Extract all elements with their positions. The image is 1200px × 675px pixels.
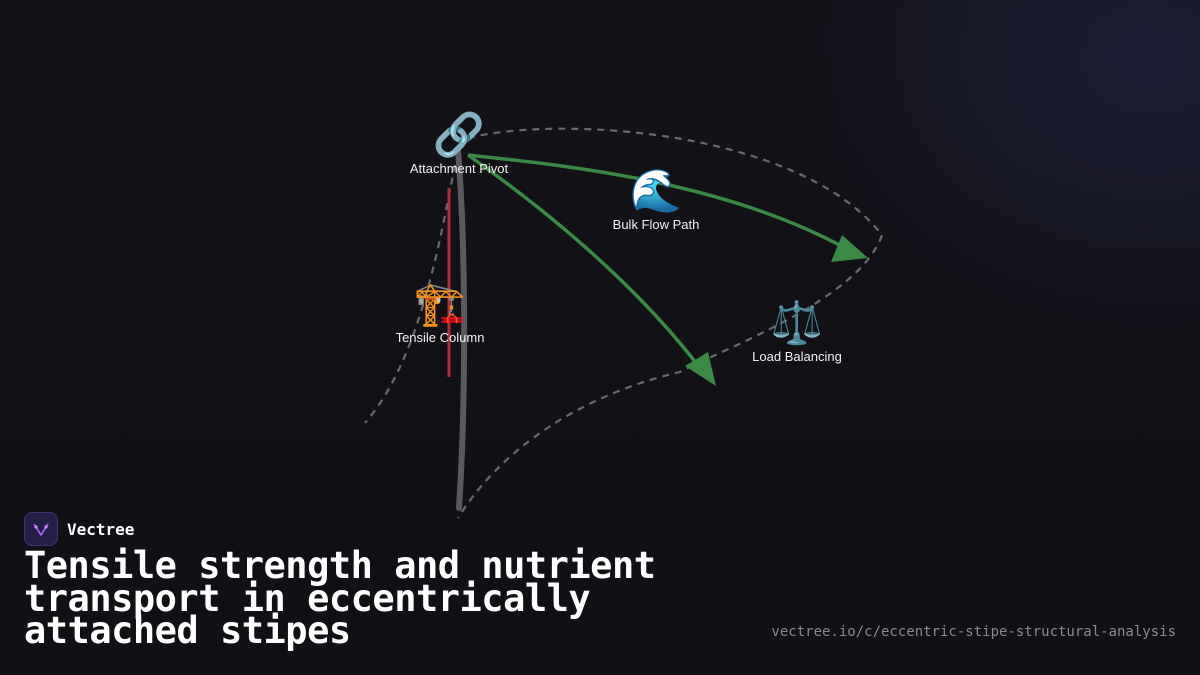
node-label: Attachment Pivot — [409, 161, 509, 176]
stipe-axis — [455, 147, 468, 511]
node-attachment-pivot[interactable]: 🔗 Attachment Pivot — [409, 110, 509, 177]
arrowhead-load-balancing — [831, 235, 868, 262]
cap-outline-dashed — [457, 127, 884, 519]
wave-icon: 🌊 — [629, 166, 683, 215]
scales-icon: ⚖️ — [770, 298, 824, 347]
arrowhead-bulk-flow — [685, 352, 716, 386]
link-icon: 🔗 — [432, 110, 486, 159]
source-url[interactable]: vectree.io/c/eccentric-stipe-structural-… — [771, 624, 1176, 640]
vectree-logo-icon — [24, 512, 58, 546]
flow-arrow-to-load-balancing — [467, 153, 846, 250]
crane-icon: 🏗️ — [413, 279, 467, 328]
brand: Vectree — [24, 512, 134, 546]
node-label: Load Balancing — [752, 349, 842, 364]
node-tensile-column[interactable]: 🏗️ Tensile Column — [395, 279, 485, 346]
node-label: Bulk Flow Path — [612, 217, 700, 232]
node-load-balancing[interactable]: ⚖️ Load Balancing — [752, 298, 842, 365]
page-title: Tensile strength and nutrient transport … — [24, 544, 656, 652]
flow-arrow-to-bulk-flow — [466, 153, 702, 370]
node-bulk-flow-path[interactable]: 🌊 Bulk Flow Path — [612, 166, 700, 233]
brand-name: Vectree — [67, 519, 135, 539]
node-label: Tensile Column — [395, 330, 485, 345]
